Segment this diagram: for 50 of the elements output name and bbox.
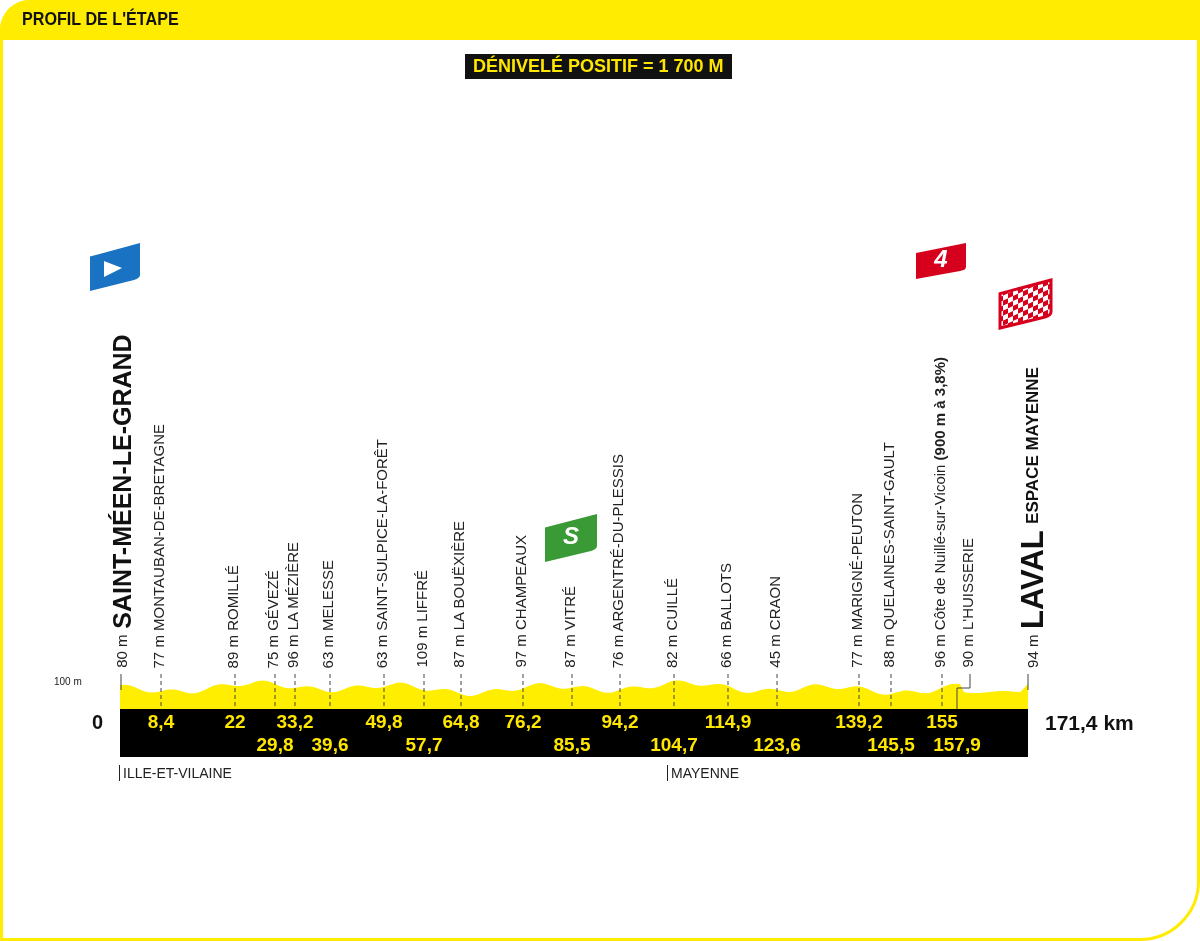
distance-label: 57,7 bbox=[405, 734, 443, 756]
distance-label: 123,6 bbox=[753, 734, 801, 756]
place-label: 109 m LIFFRÉ bbox=[413, 570, 430, 668]
place-label: 88 m QUELAINES-SAINT-GAULT bbox=[880, 442, 897, 668]
axis-label: 0 bbox=[92, 711, 104, 734]
place-label: 82 m CUILLÉ bbox=[663, 577, 680, 668]
distance-label: 157,9 bbox=[933, 734, 981, 756]
total-distance-label: 171,4 km bbox=[1045, 711, 1134, 735]
distance-label: 139,2 bbox=[835, 711, 883, 733]
distance-label: 64,8 bbox=[442, 711, 480, 733]
place-label: 87 m LA BOUËXIÈRE bbox=[450, 521, 467, 668]
distance-label: 76,2 bbox=[504, 711, 542, 733]
place-label: 97 m CHAMPEAUX bbox=[512, 535, 529, 668]
climb-category-flag: 4 bbox=[914, 241, 968, 281]
region-label: ILLE-ET-VILAINE bbox=[119, 765, 232, 781]
sprint-flag: S bbox=[543, 512, 599, 564]
place-label: 63 m MELESSE bbox=[319, 559, 336, 668]
place-label: ESPACE MAYENNE bbox=[1023, 367, 1042, 524]
region-label: MAYENNE bbox=[667, 765, 740, 781]
distance-label: 94,2 bbox=[601, 711, 639, 733]
place-label: 45 m CRAON bbox=[766, 576, 783, 668]
elevation-gain-badge: DÉNIVELÉ POSITIF = 1 700 M bbox=[465, 54, 732, 79]
place-label: 96 m Côte de Nuillé-sur-Vicoin (900 m à 3,8%) bbox=[931, 357, 948, 668]
place-label: 75 m GÉVEZÉ bbox=[264, 569, 281, 668]
page-title: PROFIL DE L'ÉTAPE bbox=[22, 8, 179, 30]
distance-label: 104,7 bbox=[650, 734, 698, 756]
axis-label: 100 m bbox=[54, 676, 82, 687]
place-label: 66 m BALLOTS bbox=[717, 562, 734, 668]
place-label: SAINT-MÉEN-LE-GRAND bbox=[108, 334, 136, 629]
place-label: 76 m ARGENTRÉ-DU-PLESSIS bbox=[609, 453, 626, 668]
place-label: 63 m SAINT-SULPICE-LA-FORÊT bbox=[373, 438, 390, 668]
place-label: 77 m MARIGNÉ-PEUTON bbox=[848, 493, 865, 668]
distance-label: 155 bbox=[926, 711, 958, 733]
place-label: 90 m L'HUISSERIE bbox=[959, 538, 976, 668]
place-label: 96 m LA MÉZIÈRE bbox=[284, 542, 301, 668]
distance-label: 29,8 bbox=[256, 734, 294, 756]
altitude-label: 80 m bbox=[113, 634, 130, 668]
distance-label: 22 bbox=[224, 711, 246, 733]
place-label: LAVAL bbox=[1015, 529, 1050, 629]
distance-label: 8,4 bbox=[147, 711, 175, 733]
distance-label: 114,9 bbox=[704, 711, 752, 733]
distance-label: 39,6 bbox=[311, 734, 349, 756]
distance-label: 33,2 bbox=[276, 711, 314, 733]
distance-label: 49,8 bbox=[365, 711, 403, 733]
place-label: 77 m MONTAUBAN-DE-BRETAGNE bbox=[150, 423, 167, 668]
altitude-label: 94 m bbox=[1024, 634, 1041, 668]
place-label: 89 m ROMILLÉ bbox=[224, 564, 241, 668]
distance-label: 145,5 bbox=[867, 734, 915, 756]
distance-label: 85,5 bbox=[553, 734, 591, 756]
place-label: 87 m VITRÉ bbox=[561, 586, 578, 668]
